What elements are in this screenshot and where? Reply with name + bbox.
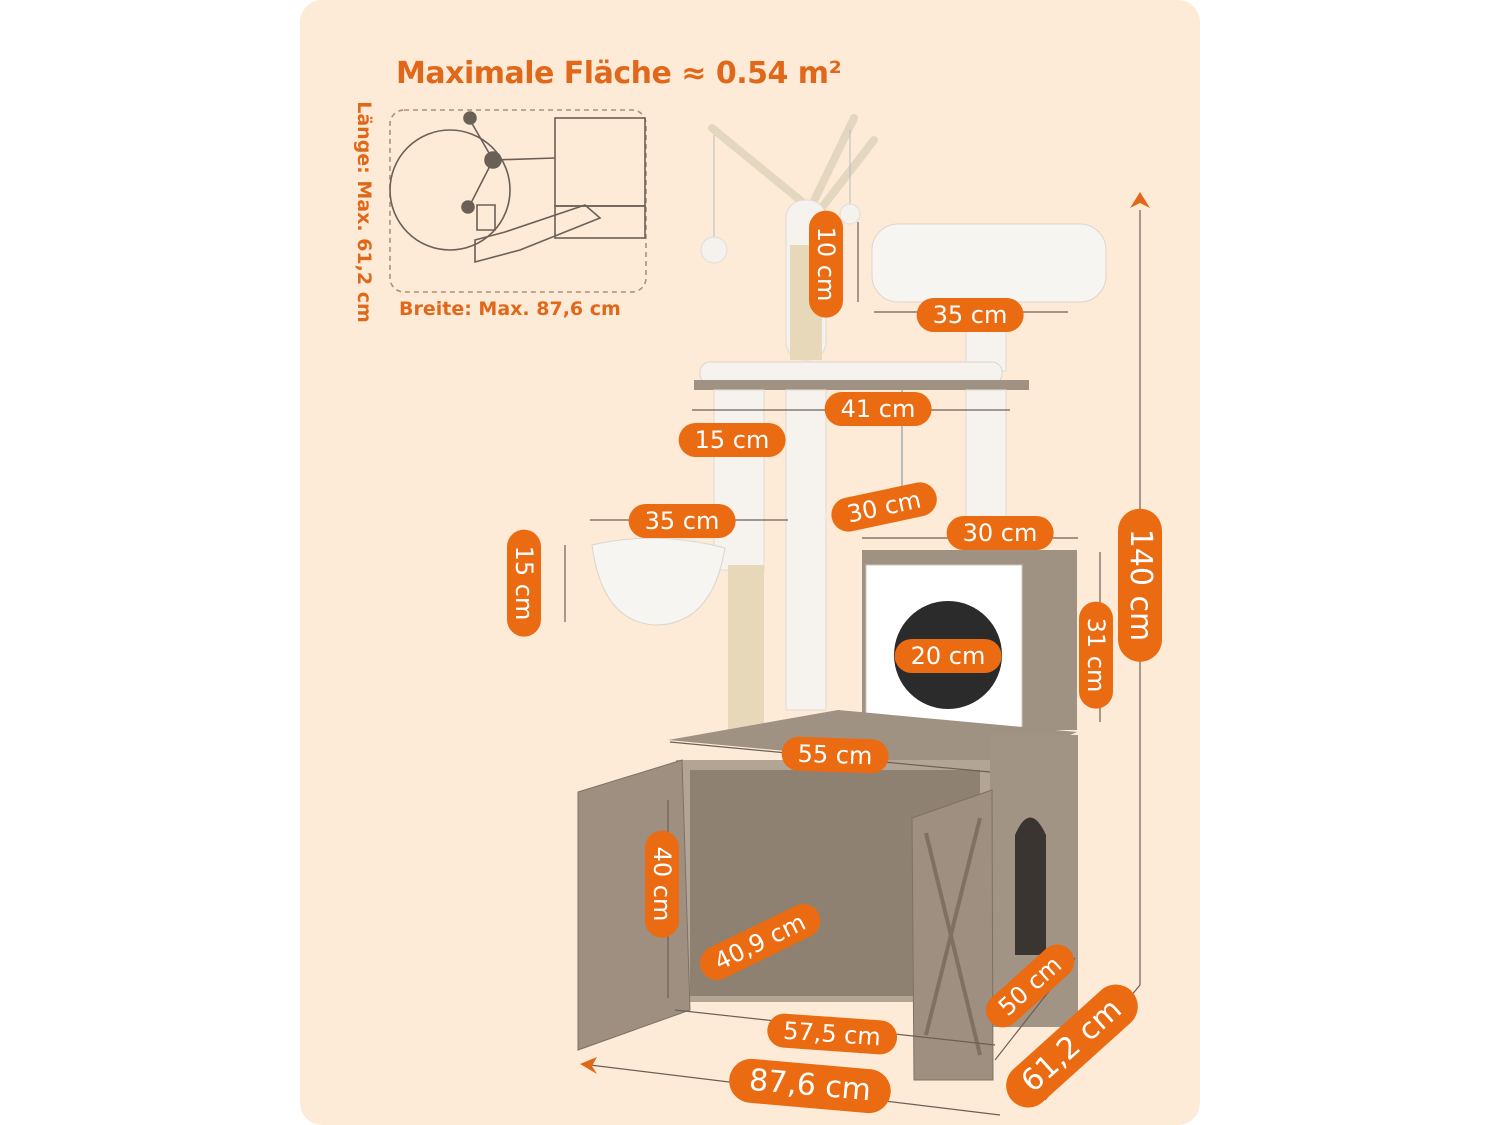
toy-branches: [708, 114, 878, 214]
dimension-35cm-middle: 35 cm: [628, 504, 736, 538]
dimension-40cm: 40 cm: [645, 830, 679, 938]
footprint-width-label: Breite: Max. 87,6 cm: [399, 298, 621, 320]
footprint-length-label: Länge: Max. 61,2 cm: [353, 101, 375, 323]
dimension-10cm: 10 cm: [809, 210, 843, 318]
dimension-15cm-vertical: 15 cm: [507, 529, 541, 637]
dimension-15cm-horizontal: 15 cm: [678, 423, 786, 457]
dimension-140cm: 140 cm: [1118, 508, 1162, 662]
dimension-30cm: 30 cm: [946, 516, 1054, 550]
pompom-ball: [839, 203, 861, 225]
dimension-35cm-top: 35 cm: [916, 298, 1024, 332]
dimension-41cm: 41 cm: [824, 392, 932, 426]
pompom-ball: [700, 236, 728, 264]
page-title: Maximale Fläche ≈ 0.54 m²: [396, 56, 842, 91]
footprint-diagram: [389, 109, 647, 293]
dimension-31cm: 31 cm: [1079, 601, 1113, 709]
dimension-55cm: 55 cm: [781, 736, 889, 774]
dimension-20cm: 20 cm: [894, 639, 1002, 673]
